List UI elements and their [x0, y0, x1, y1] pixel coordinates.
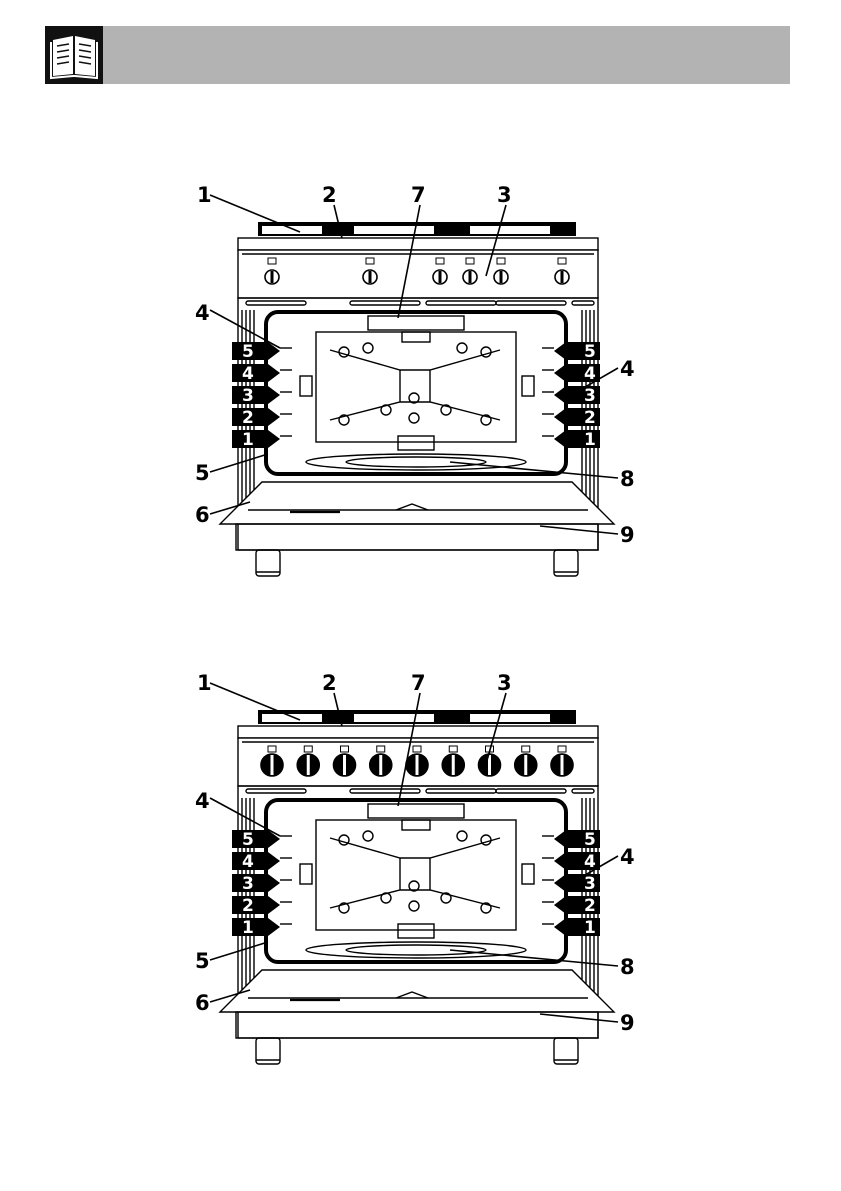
shelf-level-tag-right: 4 [554, 364, 600, 384]
shelf-level-tag-left: 1 [232, 918, 280, 938]
shelf-level-tag-left: 2 [232, 896, 280, 916]
shelf-level-tag-right: 1 [554, 430, 600, 450]
callout-number: 4 [195, 789, 210, 813]
callout-number: 5 [195, 461, 210, 485]
callout-number: 4 [620, 357, 635, 381]
shelf-level-tag-right: 2 [554, 896, 600, 916]
callout-number: 6 [195, 503, 210, 527]
callout-number: 3 [497, 183, 512, 207]
shelf-level-tag-right: 2 [554, 408, 600, 428]
callout-number: 8 [620, 467, 635, 491]
shelf-level-tag-left: 4 [232, 852, 280, 872]
leader-line [210, 942, 268, 960]
shelf-level-number: 3 [242, 874, 254, 894]
header-bar [45, 26, 790, 84]
leader-line [540, 526, 618, 534]
shelf-level-tag-left: 3 [232, 874, 280, 894]
callout-number: 7 [411, 671, 426, 695]
shelf-level-tag-right: 3 [554, 874, 600, 894]
shelf-level-number: 5 [242, 830, 254, 850]
leader-line [210, 454, 268, 472]
shelf-level-number: 2 [584, 896, 596, 916]
shelf-level-tag-right: 1 [554, 918, 600, 938]
shelf-level-number: 5 [242, 342, 254, 362]
callout-number: 4 [620, 845, 635, 869]
shelf-level-number: 3 [584, 386, 596, 406]
shelf-level-number: 4 [242, 852, 254, 872]
shelf-level-tag-left: 1 [232, 430, 280, 450]
shelf-level-number: 1 [584, 430, 596, 450]
shelf-level-number: 1 [242, 918, 254, 938]
shelf-level-tag-right: 4 [554, 852, 600, 872]
callout-number: 8 [620, 955, 635, 979]
shelf-level-tag-right: 5 [554, 342, 600, 362]
shelf-level-number: 3 [584, 874, 596, 894]
shelf-level-number: 5 [584, 342, 596, 362]
callout-label: 5 [195, 454, 268, 485]
callout-number: 4 [195, 301, 210, 325]
open-book-icon [45, 26, 103, 84]
callout-number: 2 [322, 671, 337, 695]
shelf-level-number: 2 [242, 408, 254, 428]
leader-line [540, 1014, 618, 1022]
shelf-level-tag-left: 2 [232, 408, 280, 428]
callout-number: 1 [197, 183, 212, 207]
callout-label: 9 [540, 523, 635, 547]
callout-number: 9 [620, 1011, 635, 1035]
callout-label: 5 [195, 942, 268, 973]
callout-number: 2 [322, 183, 337, 207]
shelf-level-tag-left: 4 [232, 364, 280, 384]
shelf-level-number: 4 [242, 364, 254, 384]
shelf-level-tag-left: 3 [232, 386, 280, 406]
callout-number: 9 [620, 523, 635, 547]
callout-number: 3 [497, 671, 512, 695]
shelf-level-number: 2 [242, 896, 254, 916]
callout-number: 1 [197, 671, 212, 695]
leader-line [210, 683, 300, 720]
callout-number: 7 [411, 183, 426, 207]
callout-number: 5 [195, 949, 210, 973]
shelf-level-number: 1 [584, 918, 596, 938]
shelf-level-number: 5 [584, 830, 596, 850]
shelf-level-tag-right: 3 [554, 386, 600, 406]
shelf-level-number: 2 [584, 408, 596, 428]
callout-number: 6 [195, 991, 210, 1015]
shelf-level-number: 1 [242, 430, 254, 450]
shelf-level-tag-right: 5 [554, 830, 600, 850]
leader-line [210, 195, 300, 232]
shelf-level-number: 3 [242, 386, 254, 406]
callout-label: 9 [540, 1011, 635, 1035]
